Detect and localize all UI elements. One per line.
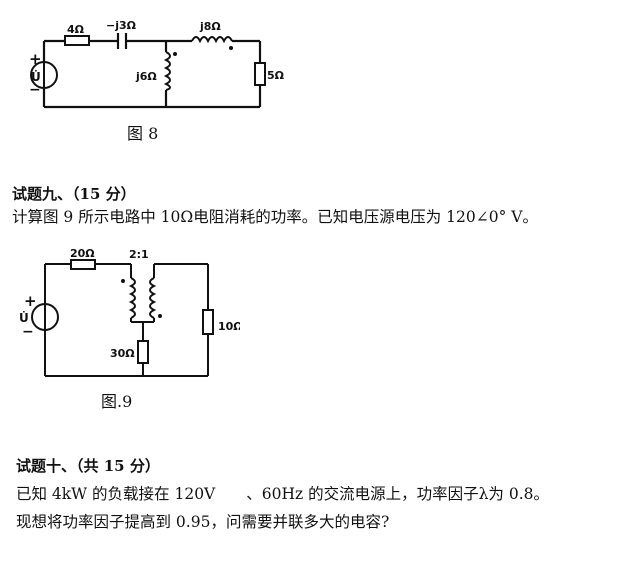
resistor-10ohm bbox=[202, 309, 214, 335]
label-10ohm: 10Ω bbox=[218, 320, 240, 333]
source-minus: − bbox=[29, 82, 41, 98]
source-plus: + bbox=[24, 292, 37, 310]
resistor-20ohm bbox=[70, 259, 96, 270]
figure-9-caption: 图.9 bbox=[101, 392, 133, 411]
figure-8-circuit: + U̇ − 4Ω −j3Ω j8Ω j6Ω 5Ω bbox=[29, 19, 285, 109]
label-5ohm: 5Ω bbox=[267, 69, 285, 82]
source-plus: + bbox=[29, 50, 42, 68]
inductor-j6 bbox=[163, 51, 171, 91]
label-4ohm: 4Ω bbox=[67, 23, 85, 36]
resistor-5ohm bbox=[254, 62, 266, 86]
figure-8-caption: 图 8 bbox=[127, 124, 159, 143]
source-label: U̇ bbox=[31, 70, 41, 84]
label-capacitor: −j3Ω bbox=[106, 19, 137, 32]
question-9-body: 计算图 9 所示电路中 10Ω电阻消耗的功率。已知电压源电压为 120∠0° V… bbox=[12, 208, 538, 226]
question-9-heading: 试题九、（15 分） bbox=[12, 185, 136, 203]
label-ratio: 2:1 bbox=[129, 248, 149, 261]
source-label: U̇ bbox=[19, 311, 29, 325]
source-minus: − bbox=[22, 324, 34, 340]
resistor-4ohm bbox=[64, 35, 90, 46]
label-j6: j6Ω bbox=[135, 70, 157, 83]
question-10-heading: 试题十、（共 15 分） bbox=[16, 457, 160, 475]
capacitor-icon bbox=[116, 33, 128, 49]
figure-9-circuit: + U̇ − 20Ω 2:1 30Ω 10Ω bbox=[19, 247, 240, 377]
question-10-line-2: 现想将功率因子提高到 0.95，问需要并联多大的电容? bbox=[16, 513, 390, 531]
inductor-j8 bbox=[191, 36, 233, 44]
label-20ohm: 20Ω bbox=[70, 247, 95, 260]
question-10-line-1: 已知 4kW 的负载接在 120V 、60Hz 的交流电源上，功率因子λ为 0.… bbox=[16, 485, 549, 503]
transformer-primary bbox=[128, 277, 136, 319]
resistor-30ohm bbox=[137, 340, 149, 364]
label-30ohm: 30Ω bbox=[110, 347, 135, 360]
transformer-secondary bbox=[149, 277, 157, 319]
label-j8: j8Ω bbox=[199, 20, 221, 33]
